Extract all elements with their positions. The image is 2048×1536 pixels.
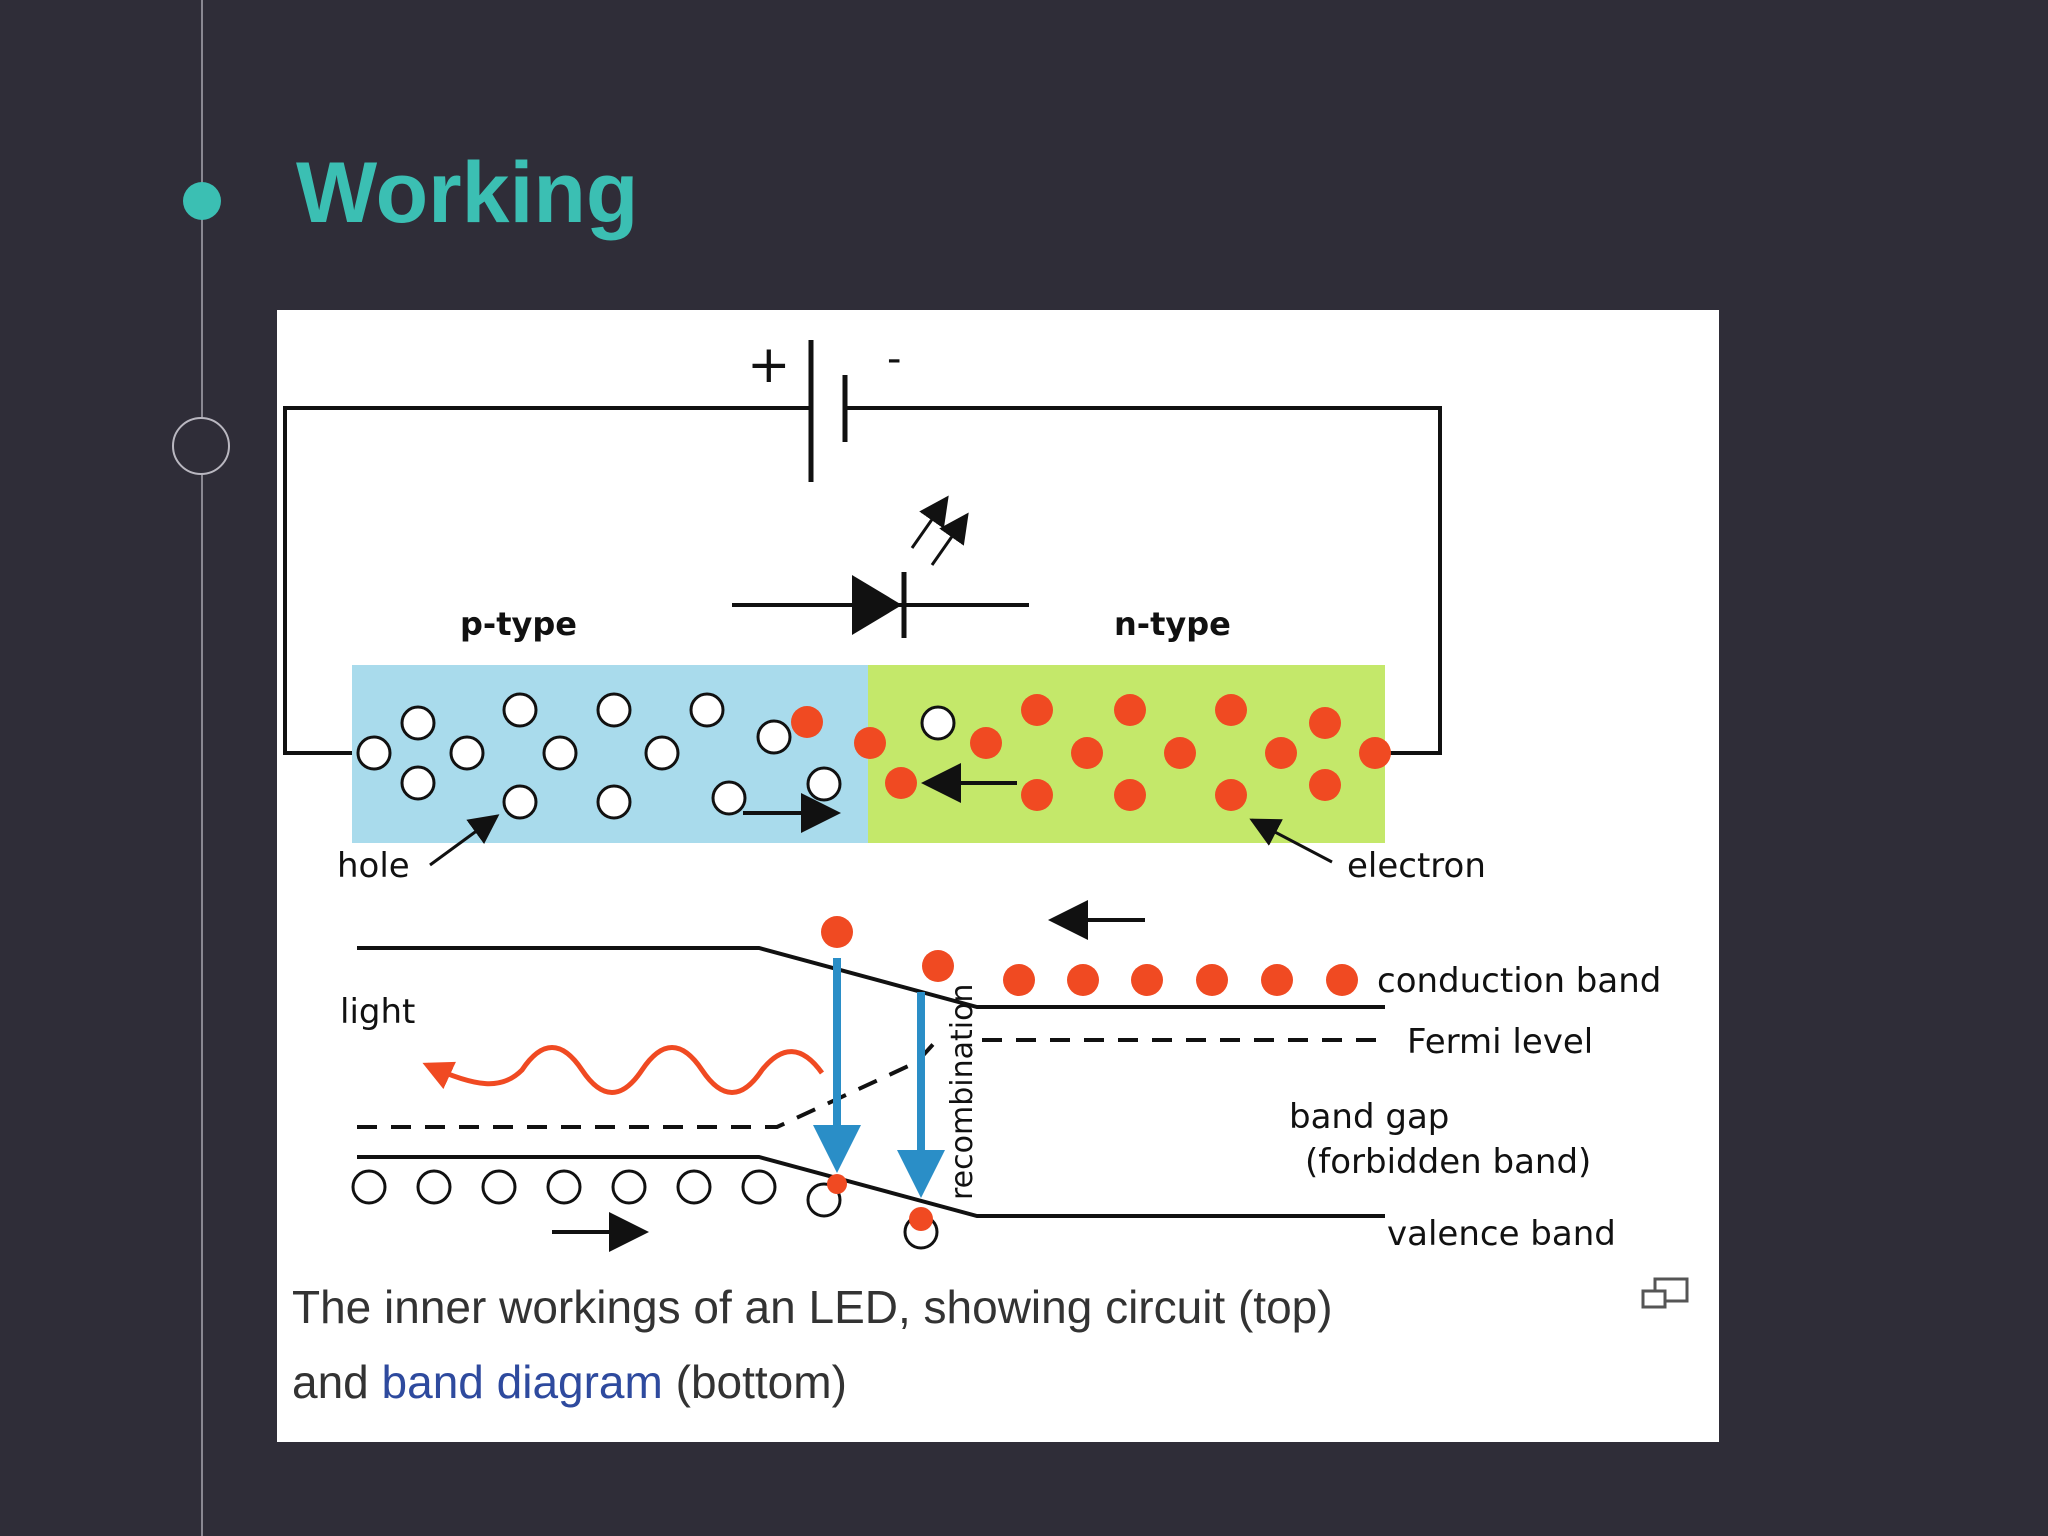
figure-caption: The inner workings of an LED, showing ci… [292,1270,1612,1420]
timeline-line [201,0,203,1536]
conduction-band-line [357,946,1385,1009]
electron-label: electron [1347,846,1486,886]
led-diagram: + - p-type n-type [283,335,1661,1254]
valence-band-line [357,1155,1385,1218]
battery-plus-label: + [747,335,791,395]
fermi-level-label: Fermi level [1407,1022,1593,1062]
band-gap-label: band gap [1289,1097,1449,1137]
enlarge-icon[interactable] [1637,1275,1697,1315]
light-wave [422,1045,825,1095]
n-type-region [868,665,1385,843]
led-figure: + - p-type n-type [277,310,1719,1442]
slide-title: Working [296,145,639,241]
led-symbol [732,495,1029,638]
fermi-level-p-side [357,1038,939,1129]
battery-symbol: + - [747,335,901,482]
band-diagram-link[interactable]: band diagram [381,1356,663,1408]
caption-suffix: (bottom) [662,1356,847,1408]
hole-label: hole [337,846,410,886]
recombining-electron [909,1207,933,1231]
electrons-n-region [791,694,1391,811]
holes-p-region [356,692,956,820]
conduction-band-label: conduction band [1377,961,1661,1001]
forbidden-band-label: (forbidden band) [1305,1142,1591,1182]
battery-minus-label: - [887,336,901,382]
recombining-electron-2 [827,1174,847,1194]
n-type-label: n-type [1114,605,1231,643]
circuit-wires [283,406,1442,755]
valence-band-label: valence band [1387,1214,1616,1254]
recombination-label: recombination [945,984,980,1200]
caption-prefix: and [292,1356,382,1408]
caption-line-1: The inner workings of an LED, showing ci… [292,1281,1333,1333]
valence-band-holes [351,1169,939,1250]
timeline-ring-marker[interactable] [172,417,230,475]
p-type-label: p-type [460,605,577,643]
conduction-band-electrons [821,916,1358,996]
light-label: light [340,992,415,1032]
timeline-active-dot [183,182,221,220]
